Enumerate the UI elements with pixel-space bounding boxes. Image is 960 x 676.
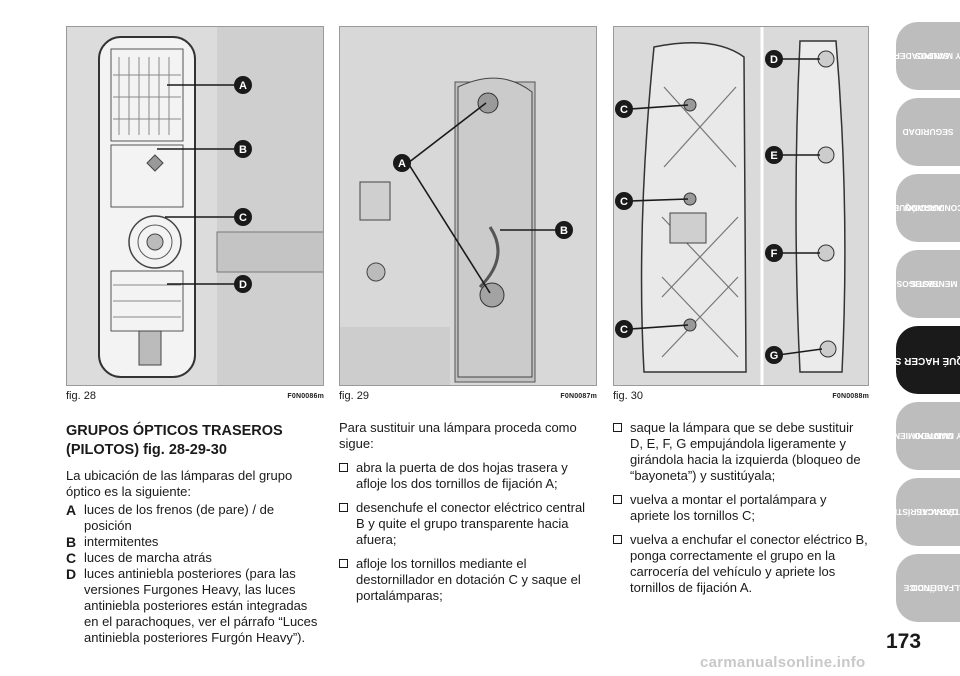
svg-text:D: D bbox=[239, 279, 247, 291]
figure-30-caption: fig. 30 F0N0088m bbox=[613, 389, 869, 403]
callout-c2-fig30: C bbox=[615, 192, 633, 210]
procedure-step: vuelva a enchufar el conector eléctrico … bbox=[613, 532, 869, 596]
svg-text:E: E bbox=[770, 150, 777, 162]
procedure-step: saque la lámpara que se debe sustituir D… bbox=[613, 420, 869, 484]
svg-text:C: C bbox=[620, 104, 628, 116]
checkbox-bullet-icon bbox=[613, 495, 622, 504]
callout-f-fig30: F bbox=[765, 244, 783, 262]
callout-c1-fig30: C bbox=[615, 100, 633, 118]
figure-29-code: F0N0087m bbox=[560, 392, 597, 400]
figure-29-image: A B bbox=[339, 26, 597, 386]
callout-b-fig29: B bbox=[555, 221, 573, 239]
callout-g-fig30: G bbox=[765, 346, 783, 364]
procedure-intro: Para sustituir una lámpara proceda como … bbox=[339, 420, 577, 451]
callout-e-fig30: E bbox=[765, 146, 783, 164]
svg-text:C: C bbox=[620, 196, 628, 208]
figure-28-caption: fig. 28 F0N0086m bbox=[66, 389, 324, 403]
text-column-2: Para sustituir una lámpara proceda como … bbox=[339, 420, 597, 612]
figure-30-image: C C C D E F G bbox=[613, 26, 869, 386]
definition-item: C luces de marcha atrás bbox=[66, 550, 212, 566]
figure-30-code: F0N0088m bbox=[832, 392, 869, 400]
section-title: GRUPOS ÓPTICOS TRASEROS (PILOTOS) fig. 2… bbox=[66, 423, 283, 458]
tab-que-hacer-si[interactable]: QUÉ HACER SI bbox=[892, 326, 960, 394]
procedure-step: vuelva a montar el portalámpara y apriet… bbox=[613, 492, 869, 524]
definition-item: B intermitentes bbox=[66, 534, 159, 550]
procedure-step: desenchufe el conector eléctrico central… bbox=[339, 500, 597, 548]
callout-b-fig28: B bbox=[234, 140, 252, 158]
figure-28-label: fig. 28 bbox=[66, 390, 96, 402]
svg-text:D: D bbox=[770, 54, 778, 66]
definition-item: D luces antiniebla posteriores (para las… bbox=[66, 566, 318, 645]
callout-c3-fig30: C bbox=[615, 320, 633, 338]
figure-29-label: fig. 29 bbox=[339, 390, 369, 402]
checkbox-bullet-icon bbox=[339, 463, 348, 472]
svg-text:F: F bbox=[771, 248, 778, 260]
checkbox-bullet-icon bbox=[339, 559, 348, 568]
svg-text:C: C bbox=[620, 324, 628, 336]
procedure-step: abra la puerta de dos hojas trasera y af… bbox=[339, 460, 597, 492]
watermark: carmanualsonline.info bbox=[700, 654, 866, 671]
svg-text:B: B bbox=[239, 144, 247, 156]
callout-d-fig30: D bbox=[765, 50, 783, 68]
definition-item: A luces de los frenos (de pare) / de pos… bbox=[66, 502, 275, 533]
svg-text:A: A bbox=[239, 80, 247, 92]
tab-arranque[interactable]: ARRANQUEY CONDUCCIÓN bbox=[893, 174, 960, 242]
callout-d-fig28: D bbox=[234, 275, 252, 293]
figure-28-code: F0N0086m bbox=[287, 392, 324, 400]
section-intro: La ubicación de las lámparas del grupo ó… bbox=[66, 468, 293, 499]
text-column-3: saque la lámpara que se debe sustituir D… bbox=[613, 420, 869, 604]
checkbox-bullet-icon bbox=[613, 535, 622, 544]
checkbox-bullet-icon bbox=[613, 423, 622, 432]
figure-28-image: A B C D bbox=[66, 26, 324, 386]
svg-text:A: A bbox=[398, 158, 406, 170]
text-column-1: GRUPOS ÓPTICOS TRASEROS (PILOTOS) fig. 2… bbox=[66, 420, 324, 646]
svg-text:G: G bbox=[770, 350, 779, 362]
svg-text:B: B bbox=[560, 225, 568, 237]
checkbox-bullet-icon bbox=[339, 503, 348, 512]
figure-30-label: fig. 30 bbox=[613, 390, 643, 402]
callout-a-fig28: A bbox=[234, 76, 252, 94]
svg-text:C: C bbox=[239, 212, 247, 224]
procedure-step: afloje los tornillos mediante el destorn… bbox=[339, 556, 597, 604]
tab-seguridad[interactable]: SEGURIDAD bbox=[896, 98, 960, 166]
page-number: 173 bbox=[886, 630, 922, 653]
figure-29-caption: fig. 29 F0N0087m bbox=[339, 389, 597, 403]
callout-a-fig29: A bbox=[393, 154, 411, 172]
callout-c-fig28: C bbox=[234, 208, 252, 226]
